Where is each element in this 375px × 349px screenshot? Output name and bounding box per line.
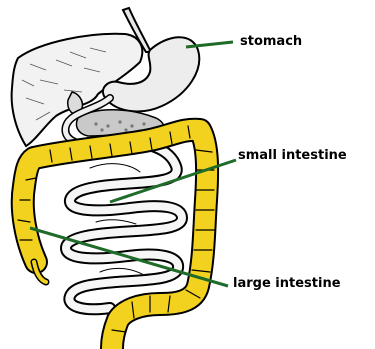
stomach-label: stomach [240, 34, 302, 49]
small-intestine-label: small intestine [238, 148, 347, 163]
large-intestine-label: large intestine [233, 276, 341, 291]
small-intestine [66, 142, 182, 310]
